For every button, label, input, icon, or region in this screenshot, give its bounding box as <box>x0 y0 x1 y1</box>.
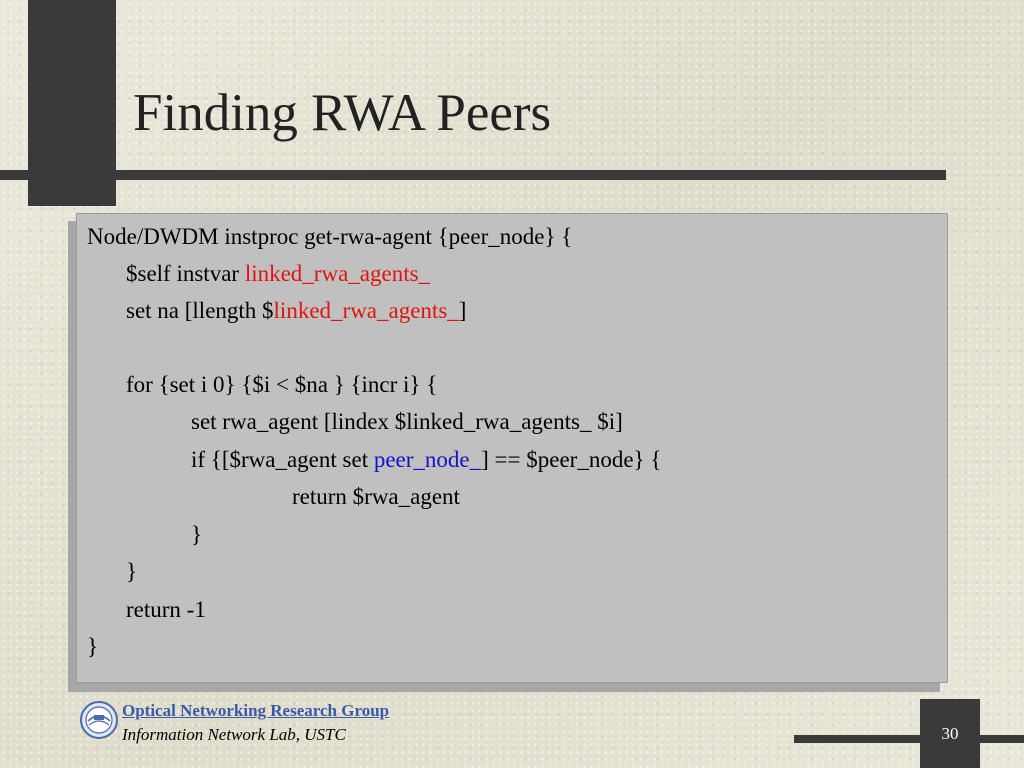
footer-bar <box>794 735 1024 743</box>
code-highlight-red: linked_rwa_agents_ <box>273 298 459 323</box>
code-line-3: set na [llength $linked_rwa_agents_] <box>87 292 466 329</box>
code-text: set rwa_agent [lindex $linked_rwa_agents… <box>191 409 623 434</box>
title-underline-bar <box>0 170 946 180</box>
code-text: set na [llength $ <box>126 298 274 323</box>
code-line-12: } <box>87 628 98 665</box>
code-text: Node/DWDM instproc get-rwa-agent {peer_n… <box>87 224 573 249</box>
code-line-1: Node/DWDM instproc get-rwa-agent {peer_n… <box>87 218 572 255</box>
slide-title: Finding RWA Peers <box>133 84 552 142</box>
code-text: } <box>87 634 99 659</box>
code-line-6: set rwa_agent [lindex $linked_rwa_agents… <box>87 403 623 440</box>
code-line-2: $self instvar linked_rwa_agents_ <box>87 255 430 292</box>
code-line-9: } <box>87 516 202 553</box>
code-line-8: return $rwa_agent <box>87 478 460 515</box>
code-line-11: return -1 <box>87 591 206 628</box>
code-text: if {[$rwa_agent set <box>191 447 374 472</box>
code-line-7: if {[$rwa_agent set peer_node_] == $peer… <box>87 441 661 478</box>
code-line-4-blank <box>87 329 126 366</box>
code-text: return -1 <box>126 597 206 622</box>
lab-logo-icon <box>80 701 118 739</box>
lab-name: Information Network Lab, USTC <box>122 725 346 744</box>
code-block: Node/DWDM instproc get-rwa-agent {peer_n… <box>76 213 948 683</box>
code-highlight-blue: peer_node_ <box>373 447 482 472</box>
code-text: $self instvar <box>126 261 245 286</box>
code-line-10: } <box>87 553 137 590</box>
code-text: return $rwa_agent <box>292 484 460 509</box>
code-line-5: for {set i 0} {$i < $na } {incr i} { <box>87 366 437 403</box>
page-number: 30 <box>941 724 959 743</box>
org-name-link[interactable]: Optical Networking Research Group <box>122 701 390 720</box>
code-highlight-red: linked_rwa_agents_ <box>244 261 431 286</box>
code-text: } <box>126 559 138 584</box>
code-text: } <box>191 522 203 547</box>
page-number-box <box>920 699 980 768</box>
code-text: for {set i 0} {$i < $na } {incr i} { <box>126 372 438 397</box>
code-text: ] == $peer_node} { <box>481 447 662 472</box>
code-text: ] <box>458 298 467 323</box>
